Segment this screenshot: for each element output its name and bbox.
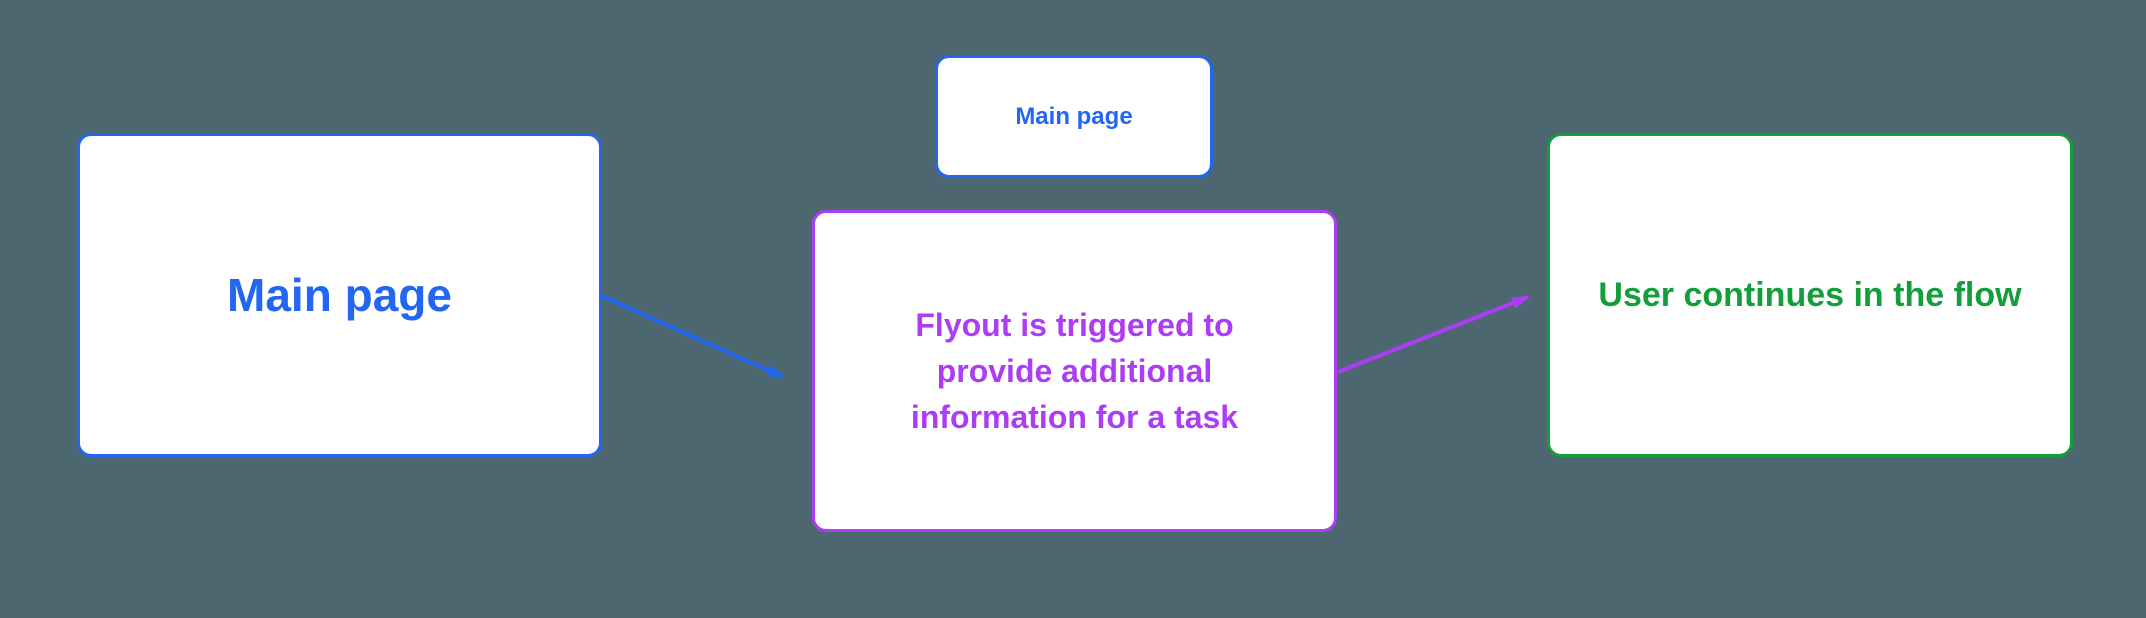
connector-main-page-to-flyout[interactable]	[601, 294, 785, 379]
node-user-continues[interactable]: User continues in the flow	[1547, 133, 2073, 457]
node-user-continues-label: User continues in the flow	[1598, 275, 2022, 314]
node-main-page-mini-label: Main page	[1015, 102, 1133, 130]
connector-flyout-to-user-continues[interactable]	[1337, 295, 1530, 374]
node-main-page-label: Main page	[227, 269, 452, 321]
node-main-page[interactable]: Main page	[77, 133, 602, 457]
node-main-page-mini[interactable]: Main page	[935, 55, 1213, 178]
